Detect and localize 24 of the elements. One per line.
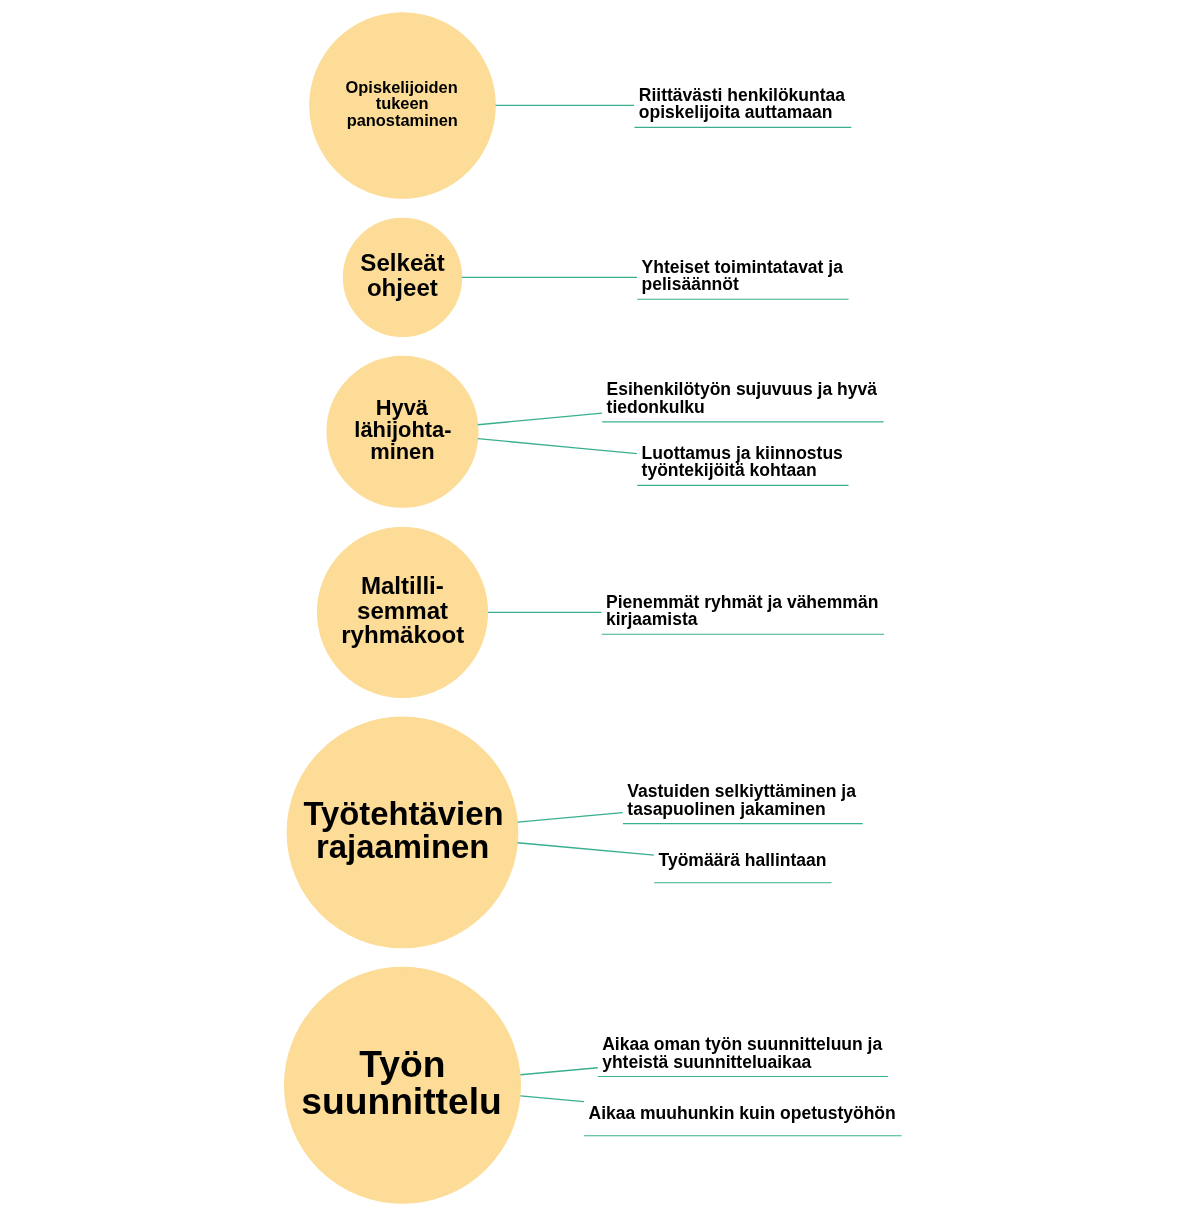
node-text: Pienemmät ryhmät ja vähemmän kirjaamista xyxy=(606,591,879,630)
node-circle: Hyvä lähijohta- minen xyxy=(326,355,479,508)
node-circle: Opiskelijoiden tukeen panostaminen xyxy=(309,12,496,199)
node-text: Työmäärä hallintaan xyxy=(658,850,827,871)
node-text: Aikaa oman työn suunnitteluun ja yhteistä suunnitteluaikaa xyxy=(602,1034,883,1072)
connector xyxy=(494,104,635,107)
node-text: Vastuiden selkiyttäminen ja tasapuolinen jakaminen xyxy=(627,781,856,819)
connector xyxy=(516,811,624,823)
node-text: Aikaa muuhunkin kuin opetustyöhön xyxy=(588,1103,896,1124)
connector xyxy=(487,611,603,613)
connector xyxy=(477,412,603,426)
node-circle: Työn suunnittelu xyxy=(283,966,522,1204)
connector xyxy=(477,438,638,455)
node-text: Riittävästi henkilökuntaa opiskelijoita auttamaan xyxy=(638,84,846,123)
connector xyxy=(519,1095,585,1103)
node-circle: Maltilli- semmat ryhmäkoot xyxy=(316,526,489,698)
connector xyxy=(516,842,655,856)
connector xyxy=(461,276,638,278)
node-circle: Selkeät ohjeet xyxy=(342,217,463,337)
node-text: Luottamus ja kiinnostus työntekijöitä kohtaan xyxy=(641,442,843,481)
node-text: Yhteiset toimintatavat ja pelisäännöt xyxy=(641,256,843,295)
node-text: Esihenkilötyön sujuvuus ja hyvä tiedonkulku xyxy=(606,379,877,417)
connector xyxy=(519,1067,599,1076)
node-circle: Työtehtävien rajaaminen xyxy=(286,716,519,949)
